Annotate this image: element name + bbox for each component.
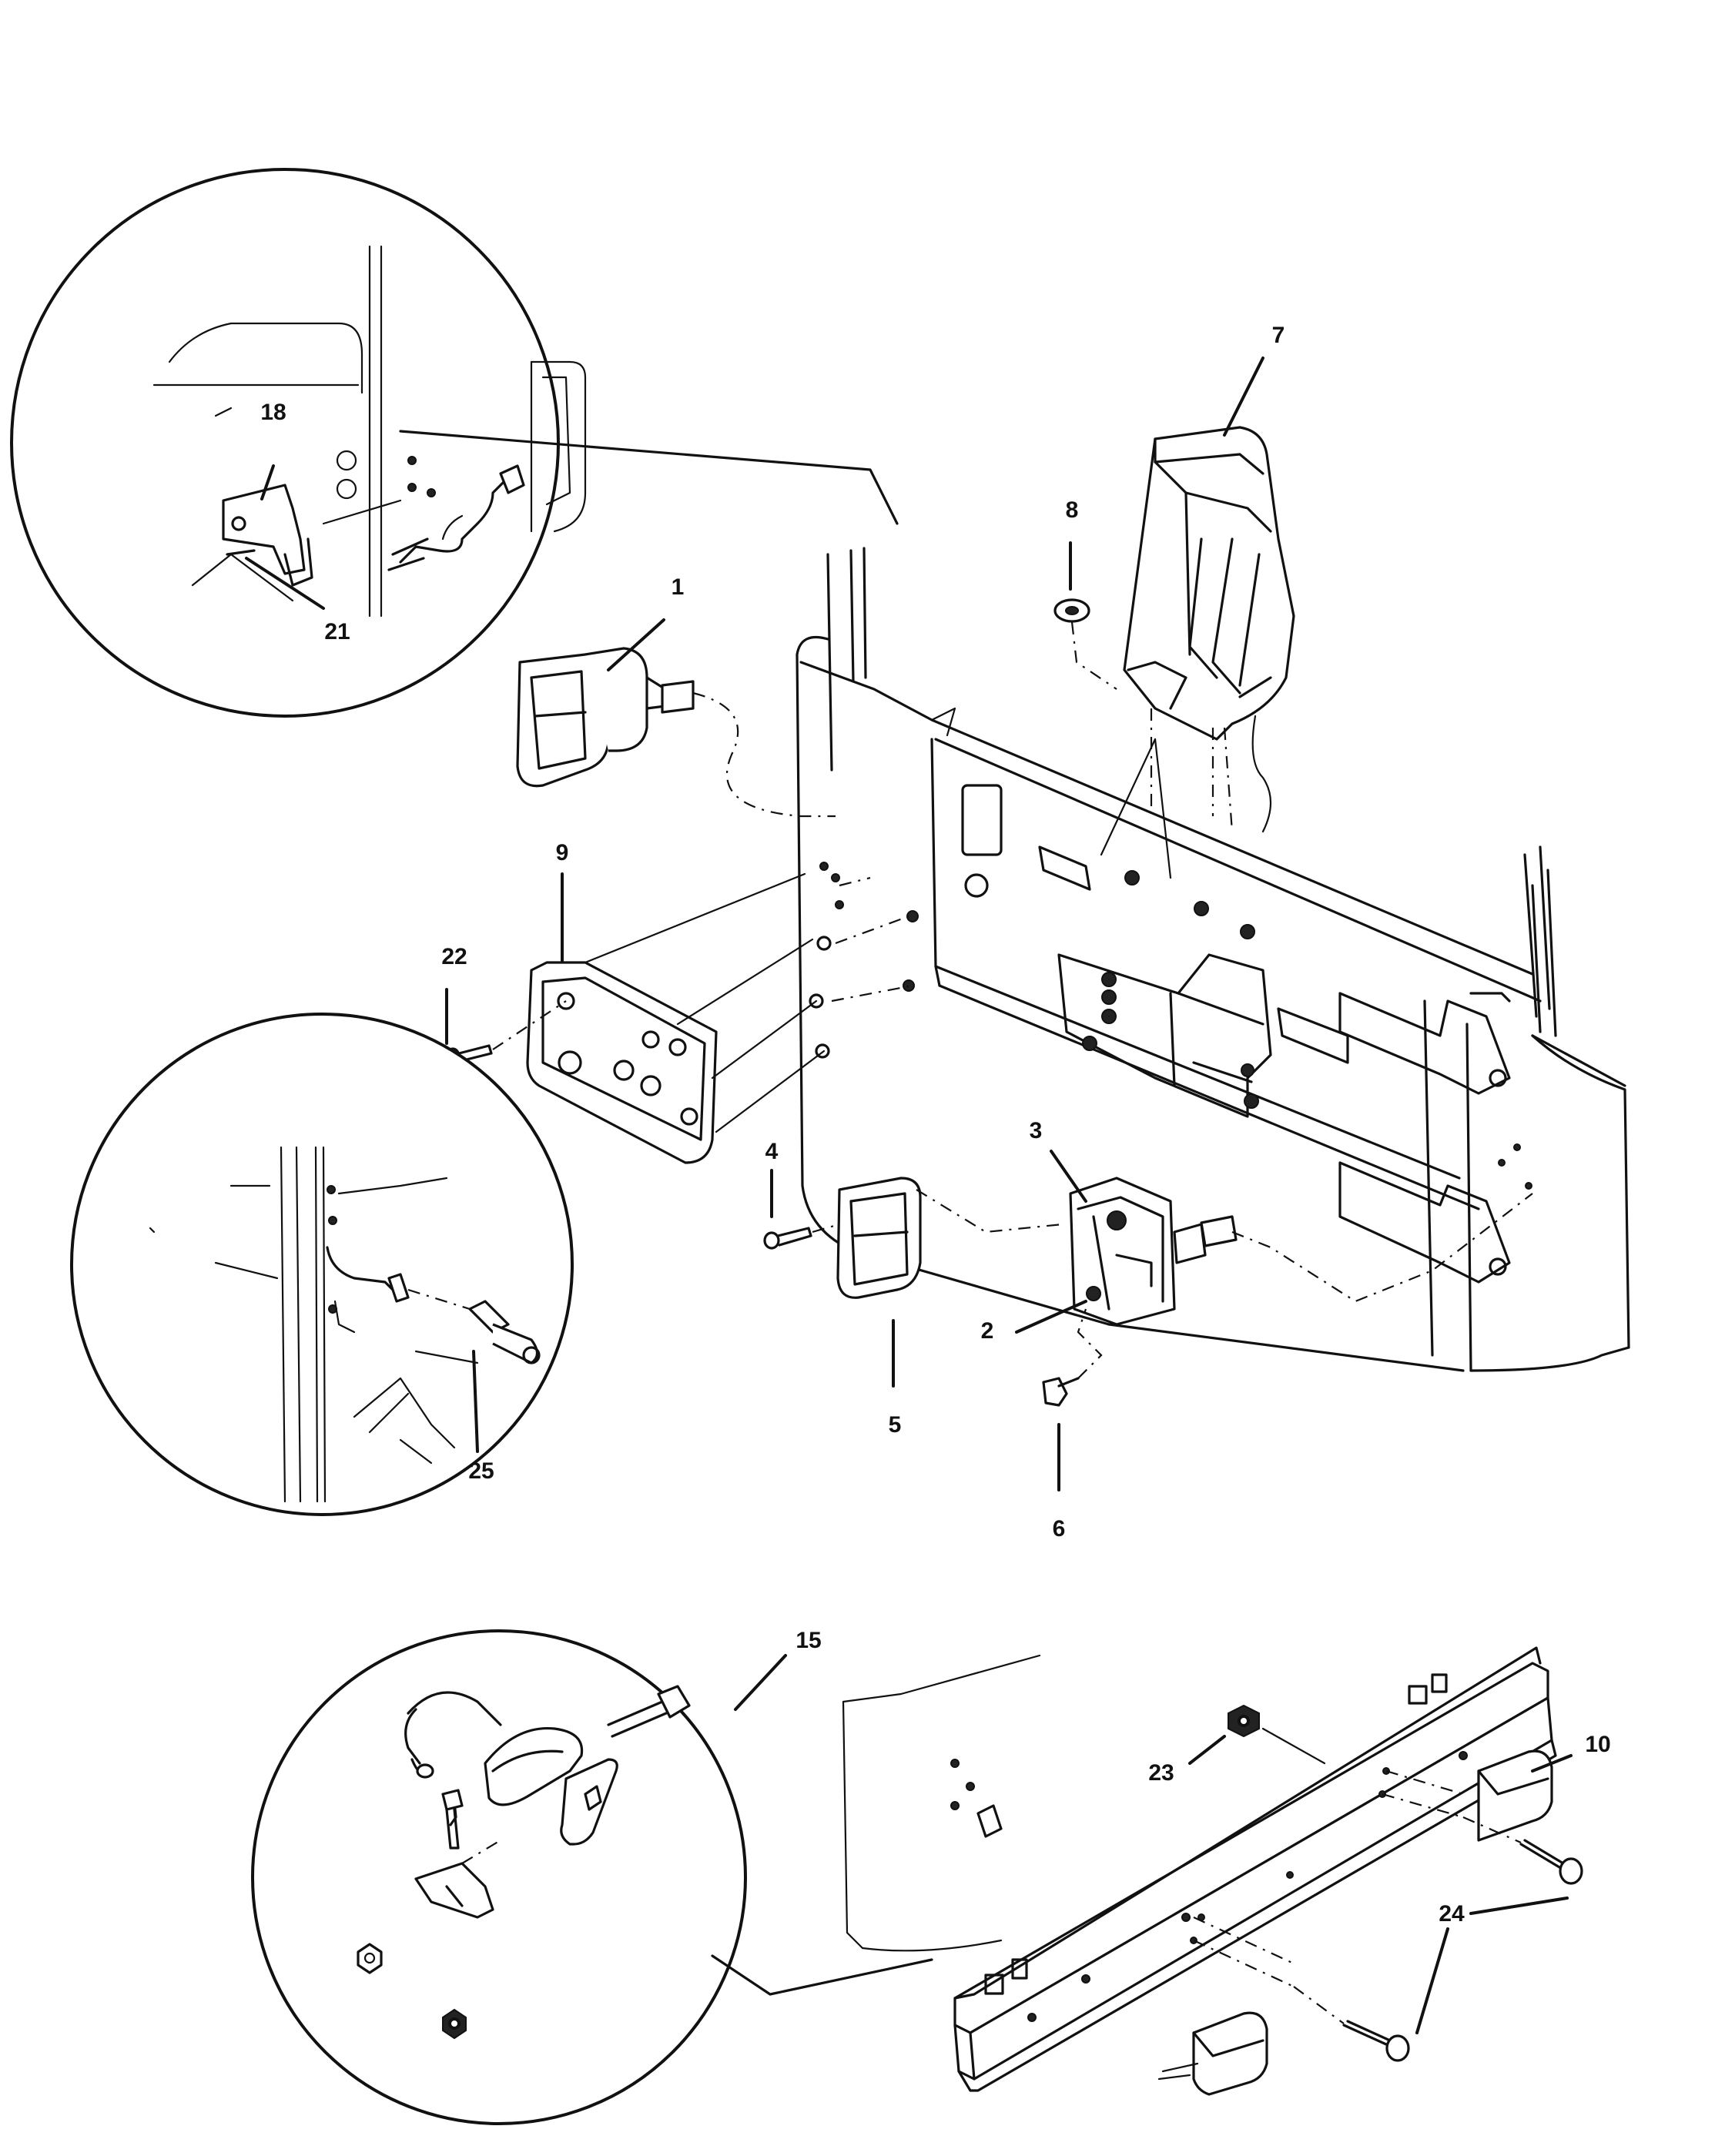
detail-lower-content (357, 1685, 691, 2040)
callout-1: 1 (672, 574, 685, 600)
detail-circle-upper (10, 168, 899, 718)
callout-2: 2 (981, 1318, 994, 1344)
detail-circle-lower (251, 1629, 933, 2125)
detail-upper-content (152, 245, 587, 618)
callout-3: 3 (1030, 1118, 1043, 1143)
part-5-lens (836, 1177, 922, 1299)
part-24-screws (1293, 1816, 1583, 2062)
callout-6: 6 (1053, 1516, 1066, 1542)
callout-4: 4 (765, 1139, 779, 1164)
callout-7: 7 (1272, 323, 1285, 348)
callout-22: 22 (441, 944, 467, 969)
callout-18: 18 (260, 400, 286, 425)
callout-15: 15 (796, 1628, 821, 1653)
callout-5: 5 (889, 1412, 902, 1438)
detail-circle-middle (70, 1013, 574, 1516)
detail-middle-content (149, 1146, 541, 1503)
part-6-screw (1042, 1308, 1103, 1407)
callout-24: 24 (1439, 1901, 1465, 1927)
part-8-washer (1053, 598, 1117, 690)
callout-8: 8 (1066, 497, 1079, 523)
part-9-bracket (526, 872, 913, 1164)
part-10-bumper (842, 1646, 1557, 2096)
part-3-housing (1069, 1177, 1533, 1326)
leader-lines (245, 357, 1573, 2034)
callout-9: 9 (556, 840, 569, 865)
part-23-nut (1228, 1704, 1326, 1765)
part-1-lamp (516, 647, 836, 818)
callout-10: 10 (1585, 1732, 1610, 1757)
part-4-screw (763, 1189, 1063, 1250)
callout-21: 21 (324, 619, 350, 644)
tailgate-body (796, 547, 1630, 1372)
callout-labels: 1 2 3 4 5 6 7 8 9 10 15 18 21 22 23 24 2… (260, 323, 1610, 1927)
callout-23: 23 (1148, 1760, 1174, 1786)
callout-25: 25 (468, 1458, 494, 1484)
part-7-carrier (1100, 426, 1295, 879)
